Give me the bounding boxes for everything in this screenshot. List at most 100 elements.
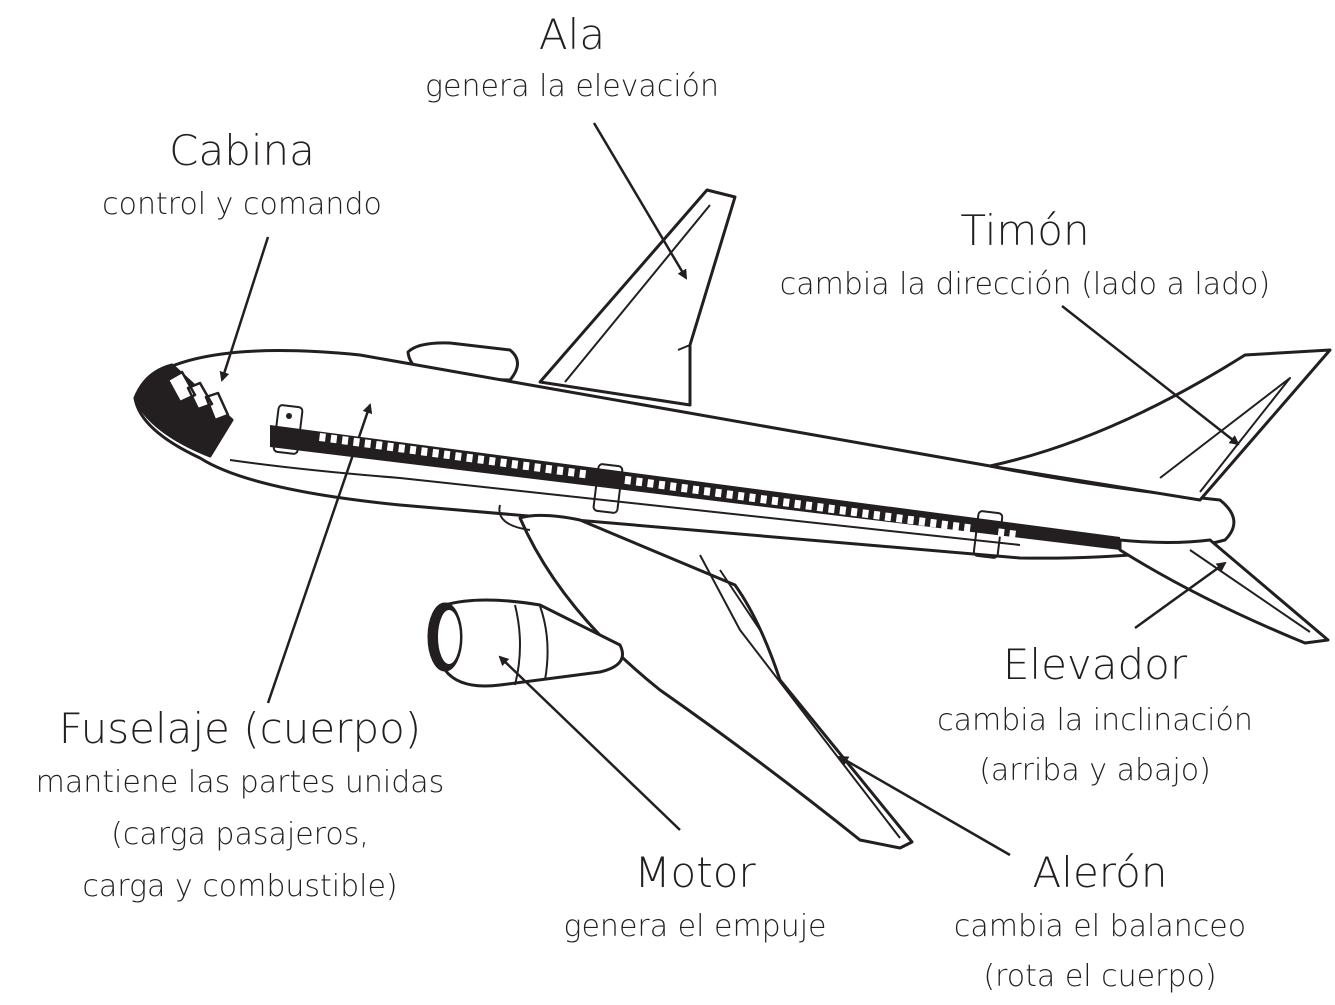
passenger-window (737, 491, 745, 501)
passenger-window (941, 520, 949, 530)
timon-arrow (1061, 305, 1240, 446)
wing-upper (538, 188, 737, 407)
label-cabina: Cabina control y comando (42, 130, 442, 220)
label-aleron: Alerón cambia el balanceo (rota el cuerp… (905, 852, 1295, 992)
cabina-arrow (219, 236, 270, 382)
front-door (272, 404, 304, 455)
wing-upper-flap (564, 204, 711, 383)
engine-intake-rim (436, 608, 462, 666)
engine-nacelle (443, 598, 624, 688)
passenger-window (692, 485, 700, 495)
passenger-window (907, 515, 915, 525)
label-motor-title: Motor (634, 848, 756, 897)
passenger-window (409, 445, 417, 455)
passenger-window (771, 496, 779, 506)
ala-arrow (592, 122, 688, 280)
stabilizer (1118, 538, 1330, 645)
passenger-window (929, 518, 937, 528)
passenger-window (500, 458, 507, 468)
passenger-window (861, 509, 869, 518)
door-dot (286, 413, 292, 419)
passenger-window (760, 495, 768, 504)
label-elevador-desc1: cambia la inclinación (937, 703, 1253, 738)
passenger-window (1009, 529, 1016, 539)
label-motor: Motor genera el empuje (510, 852, 880, 942)
passenger-window (703, 487, 711, 496)
passenger-window (748, 493, 756, 503)
passenger-window (579, 469, 587, 479)
passenger-window (624, 475, 632, 485)
passenger-window (375, 440, 383, 450)
label-timon-desc: cambia la dirección (lado a lado) (779, 267, 1271, 302)
rudder-line (1159, 377, 1291, 493)
passenger-window (895, 514, 903, 523)
passenger-window (330, 434, 338, 444)
elevador-arrow (1134, 561, 1227, 630)
label-fuselaje-desc1: mantiene las partes unidas (35, 765, 445, 800)
label-elevador-desc2: (arriba y abajo) (979, 753, 1211, 788)
aileron-line (699, 554, 901, 839)
elevator-line (1189, 549, 1311, 633)
passenger-window (850, 507, 858, 517)
label-timon-title: Timón (960, 206, 1090, 255)
label-motor-desc: genera el empuje (563, 909, 827, 944)
passenger-window (477, 455, 485, 464)
passenger-window (963, 523, 971, 533)
passenger-window (680, 483, 688, 493)
passenger-window (647, 479, 654, 488)
passenger-window (828, 504, 835, 514)
label-ala-title: Ala (538, 10, 606, 59)
label-fuselaje: Fuselaje (cuerpo) mantiene las partes un… (0, 708, 480, 902)
passenger-window (997, 528, 1005, 538)
wing-lower (518, 513, 914, 850)
engine-details (514, 604, 549, 686)
label-timon: Timón cambia la dirección (lado a lado) (720, 210, 1330, 300)
passenger-window (816, 502, 824, 512)
passenger-window (952, 522, 960, 531)
tail-fin (988, 348, 1332, 502)
aleron-arrow (838, 755, 1011, 857)
passenger-window (556, 466, 564, 476)
passenger-window (522, 461, 530, 471)
passenger-window (658, 480, 666, 490)
passenger-window (511, 460, 519, 469)
passenger-window (726, 490, 734, 499)
passenger-window (319, 432, 326, 442)
passenger-window (839, 506, 847, 515)
label-aleron-desc1: cambia el balanceo (953, 909, 1247, 944)
passenger-window (545, 464, 553, 474)
motor-arrow (498, 655, 681, 831)
wing-root (498, 504, 531, 531)
passenger-window (714, 488, 722, 498)
passenger-window (873, 510, 881, 520)
label-cabina-desc: control y comando (102, 187, 382, 222)
leader-lines (219, 122, 1240, 857)
passenger-window (918, 517, 926, 526)
passenger-window (386, 442, 394, 452)
passenger-window (466, 453, 474, 463)
passenger-window (398, 444, 406, 453)
label-fuselaje-desc3: carga y combustible) (82, 869, 398, 904)
label-cabina-title: Cabina (169, 126, 315, 175)
fuselage (133, 349, 1236, 560)
passenger-window (443, 450, 451, 460)
label-fuselaje-desc2: (carga pasajeros, (111, 817, 369, 852)
label-aleron-desc2: (rota el cuerpo) (983, 959, 1217, 994)
passenger-windows (319, 432, 1016, 539)
label-fuselaje-title: Fuselaje (cuerpo) (58, 704, 422, 753)
label-ala-desc: genera la elevación (424, 69, 720, 104)
nose (133, 363, 234, 458)
mid-door (592, 463, 624, 514)
passenger-window (805, 501, 813, 511)
passenger-window (669, 482, 677, 491)
passenger-window (454, 452, 462, 461)
passenger-window (567, 467, 575, 477)
label-aleron-title: Alerón (1032, 848, 1168, 897)
passenger-window (488, 456, 496, 466)
fuselaje-arrow (266, 403, 373, 704)
label-elevador-title: Elevador (1002, 640, 1188, 689)
passenger-window (432, 448, 440, 458)
passenger-window (341, 436, 349, 445)
label-ala: Ala genera la elevación (372, 14, 772, 102)
